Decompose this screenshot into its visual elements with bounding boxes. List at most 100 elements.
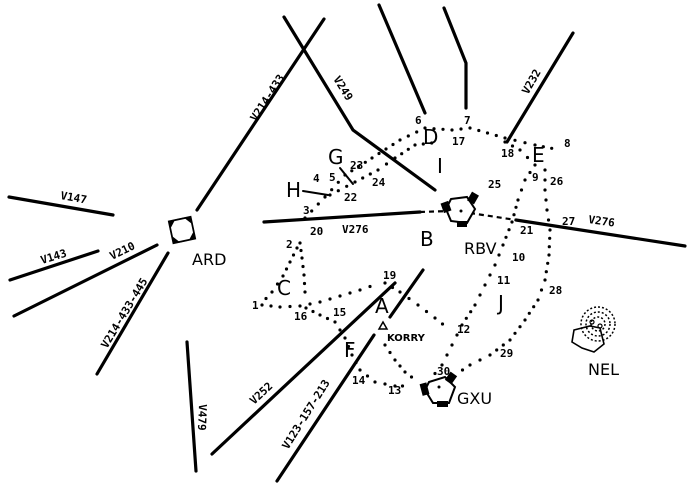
route-dot	[416, 303, 420, 307]
route-dot	[536, 298, 540, 302]
route-dot	[518, 148, 522, 152]
route-dot	[415, 130, 419, 134]
waypoint-6: 6	[415, 114, 422, 127]
waypoint-29: 29	[500, 347, 513, 360]
route-dot	[338, 328, 342, 332]
route-dot	[433, 371, 437, 376]
route-dot	[523, 178, 527, 182]
route-dot	[383, 281, 387, 285]
route-dot	[336, 189, 340, 193]
waypoint-14: 14	[352, 374, 366, 387]
route-dot	[528, 170, 532, 175]
route-dot	[325, 316, 330, 321]
nel-airport-icon	[571, 306, 616, 353]
route-dot	[310, 209, 314, 213]
station-label-nel: NEL	[588, 360, 619, 379]
route-dot	[353, 180, 357, 184]
waypoint-3: 3	[303, 204, 310, 217]
waypoint-20: 20	[310, 225, 323, 238]
route-dot	[368, 172, 372, 176]
route-dot	[358, 288, 362, 292]
route-dot	[400, 384, 405, 388]
airway-a-segment-line	[388, 268, 425, 319]
route-dot	[497, 253, 501, 257]
route-dot	[383, 382, 387, 386]
route-dot	[514, 205, 518, 209]
area-letter-j: J	[496, 291, 504, 315]
route-dot	[504, 235, 508, 239]
route-dot	[333, 320, 337, 324]
waypoint-17: 17	[452, 135, 465, 148]
route-dot	[413, 143, 417, 147]
waypoint-2: 2	[286, 238, 293, 251]
route-dot	[519, 188, 524, 192]
area-letter-d: D	[423, 125, 438, 149]
waypoint-19: 19	[383, 269, 396, 282]
route-dot	[533, 143, 537, 147]
route-dot	[518, 325, 522, 329]
airway-label-v123-157-213: V123-157-213	[280, 377, 333, 451]
route-dot	[455, 333, 459, 337]
route-dot	[270, 290, 274, 294]
route-dot	[275, 282, 280, 286]
route-dot	[377, 151, 381, 156]
airway-v249-line	[282, 15, 437, 192]
route-dot	[423, 126, 427, 130]
route-dot	[390, 285, 395, 290]
waypoint-7: 7	[464, 114, 471, 127]
route-dot	[543, 168, 547, 172]
route-dot	[406, 147, 410, 151]
route-dot	[343, 173, 347, 177]
station-label-korry: KORRY	[387, 333, 426, 344]
waypoint-24: 24	[372, 176, 386, 189]
route-dot	[384, 162, 389, 166]
area-letter-f: F	[344, 338, 356, 362]
area-letter-i: I	[437, 154, 443, 178]
route-dot	[441, 127, 445, 131]
route-dot	[284, 267, 289, 271]
route-dot	[348, 291, 352, 295]
route-dot	[432, 127, 436, 131]
route-dot	[264, 296, 268, 301]
route-dot	[343, 336, 347, 340]
airway-label-v479: V479	[195, 404, 209, 431]
rbv-vortac-icon	[440, 191, 479, 227]
route-dot	[488, 273, 492, 277]
route-dot	[473, 303, 477, 307]
route-dot	[350, 169, 354, 173]
route-dot	[513, 331, 517, 335]
route-dot	[543, 178, 547, 182]
station-label-ard: ARD	[192, 250, 226, 269]
route-dot	[398, 290, 402, 294]
route-dot	[543, 278, 547, 282]
waypoint-1: 1	[252, 299, 259, 312]
airway-label-v232: V232	[519, 67, 544, 96]
route-dot	[393, 384, 397, 388]
route-dot	[460, 323, 464, 327]
route-dot	[501, 343, 505, 347]
gxu-vortac-icon	[419, 371, 458, 407]
route-dot	[398, 364, 402, 368]
waypoint-30: 30	[437, 365, 450, 378]
waypoint-22: 22	[344, 191, 357, 204]
area-letter-g: G	[328, 145, 344, 169]
route-dot	[545, 208, 549, 212]
waypoint-4: 4	[313, 172, 320, 185]
route-dot	[464, 316, 468, 320]
route-dot	[516, 198, 520, 202]
waypoint-8: 8	[564, 137, 571, 150]
route-dot	[510, 144, 515, 148]
airway-v143-line	[8, 249, 100, 282]
route-dot	[336, 180, 340, 184]
airway-v276-east-line	[514, 218, 687, 248]
dotted-routes	[260, 126, 554, 388]
airway-label-v147: V147	[59, 189, 87, 206]
route-dot	[308, 302, 312, 306]
waypoint-11: 11	[497, 274, 511, 287]
route-dot	[383, 343, 387, 347]
route-dot	[298, 241, 302, 245]
station-label-gxu: GXU	[457, 389, 492, 408]
route-dot	[478, 358, 482, 362]
route-dot	[430, 141, 434, 145]
route-dot	[398, 138, 402, 142]
